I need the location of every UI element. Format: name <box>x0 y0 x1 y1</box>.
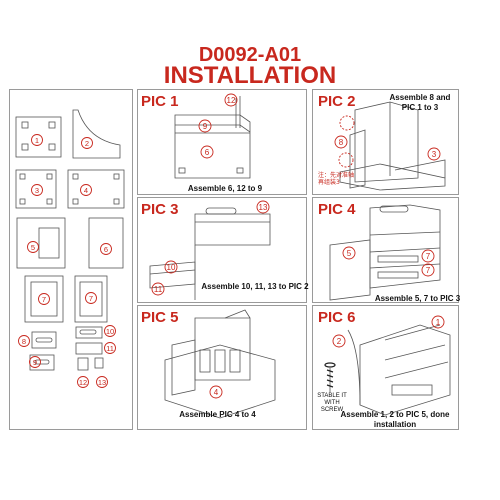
callout: 6 <box>205 148 210 157</box>
part-4-shape <box>67 169 125 209</box>
part-label: 10 <box>106 327 114 336</box>
step-2-note: 注：先对准轴再组装3 <box>318 172 355 186</box>
model-number: D0092-A01 <box>198 44 302 66</box>
part-3-shape <box>15 169 57 209</box>
part-label: 3 <box>35 186 39 195</box>
part-10-shape <box>75 326 103 339</box>
callout: 12 <box>227 96 236 105</box>
callout: 4 <box>214 388 219 397</box>
parts-panel <box>9 89 133 430</box>
part-label: 13 <box>98 378 106 387</box>
step-6-caption: Assemble 1, 2 to PIC 5, done installatio… <box>340 410 450 429</box>
step-3-label: PIC 3 <box>141 201 179 218</box>
part-13-shape <box>94 357 104 369</box>
part-label: 5 <box>31 243 35 252</box>
step-4-label: PIC 4 <box>318 201 356 218</box>
step-1-caption: Assemble 6, 12 to 9 <box>187 184 263 193</box>
callout: 9 <box>203 122 208 131</box>
part-6-shape <box>88 217 124 269</box>
part-2-shape <box>72 109 121 159</box>
callout: 2 <box>337 337 342 346</box>
part-8-shape <box>31 331 57 349</box>
screw-note: STABLE IT WITH SCREW <box>317 393 347 413</box>
step-2-caption: Assemble 8 and PIC 1 to 3 <box>389 93 451 112</box>
page-title: INSTALLATION <box>163 62 337 89</box>
step-panel-6 <box>312 305 459 430</box>
callout: 11 <box>154 285 163 294</box>
step-panel-1 <box>137 89 307 195</box>
part-7a-shape <box>24 275 64 323</box>
part-11-shape <box>75 342 103 355</box>
callout: 3 <box>432 150 437 159</box>
callout: 1 <box>436 318 441 327</box>
step-1-label: PIC 1 <box>141 93 179 110</box>
step-panel-3 <box>137 197 307 303</box>
step-panel-2 <box>312 89 459 195</box>
callout: 7 <box>426 266 431 275</box>
part-label: 9 <box>33 358 37 367</box>
callout: 10 <box>167 263 176 272</box>
step-5-caption: Assemble PIC 4 to 4 <box>179 410 256 419</box>
part-5-shape <box>16 217 66 269</box>
part-label: 7 <box>42 295 46 304</box>
screw-icon <box>324 362 336 388</box>
part-label: 7 <box>89 294 93 303</box>
step-5-label: PIC 5 <box>141 309 179 326</box>
part-12-shape <box>77 357 89 371</box>
callout: 8 <box>339 138 344 147</box>
part-label: 4 <box>84 186 88 195</box>
part-label: 8 <box>22 337 26 346</box>
callout: 7 <box>426 252 431 261</box>
step-panel-4 <box>312 197 459 303</box>
step-4-caption: Assemble 5, 7 to PIC 3 <box>374 294 461 303</box>
callout: 13 <box>259 203 268 212</box>
part-label: 2 <box>85 139 89 148</box>
part-label: 11 <box>106 344 114 353</box>
callout: 5 <box>347 249 352 258</box>
part-1-shape <box>15 116 62 158</box>
part-label: 1 <box>35 136 39 145</box>
part-label: 6 <box>104 245 108 254</box>
step-3-caption: Assemble 10, 11, 13 to PIC 2 <box>201 282 309 291</box>
part-label: 12 <box>79 378 87 387</box>
step-6-label: PIC 6 <box>318 309 356 326</box>
step-2-label: PIC 2 <box>318 93 356 110</box>
part-9-shape <box>29 354 55 371</box>
part-7b-shape <box>74 275 108 323</box>
